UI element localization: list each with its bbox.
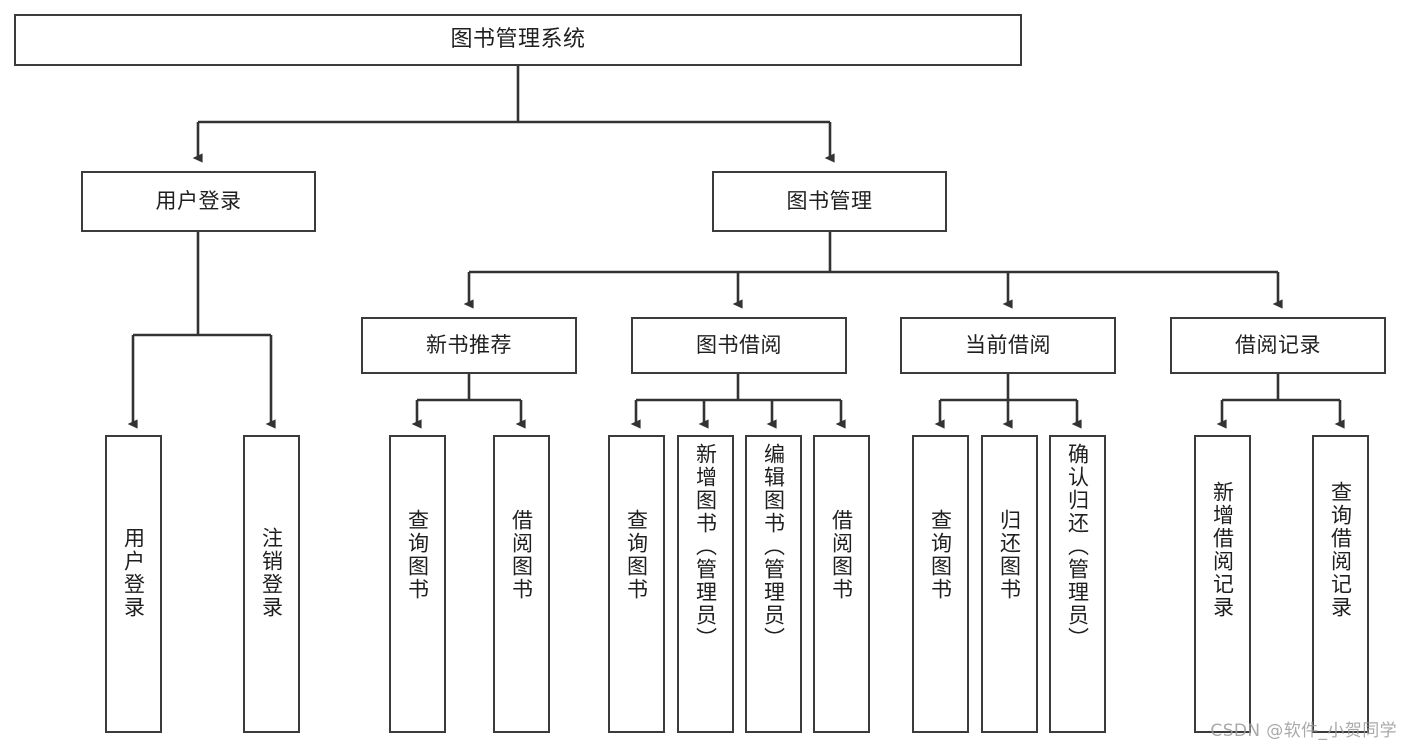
node-root-label: 图书管理系统 [450,27,586,53]
node-borrow-record-label: 借阅记录 [1235,333,1321,358]
leaf-rec-borrow[interactable]: 借阅图书 [493,435,550,733]
node-user-login[interactable]: 用户登录 [81,171,316,232]
csdn-watermark: CSDN @软件_小贺同学 [1210,721,1397,741]
node-root[interactable]: 图书管理系统 [14,14,1022,66]
leaf-record-add[interactable]: 新增借阅记录 [1194,435,1251,733]
node-book-manage-label: 图书管理 [786,189,873,214]
leaf-user-login[interactable]: 用户登录 [105,435,162,733]
leaf-borrow-edit[interactable]: 编辑图书（管理员） [745,435,802,733]
node-new-book-rec[interactable]: 新书推荐 [361,317,577,374]
node-user-login-label: 用户登录 [155,189,242,214]
leaf-cur-query-label: 查询图书 [928,509,953,601]
node-book-manage[interactable]: 图书管理 [712,171,947,232]
leaf-rec-borrow-label: 借阅图书 [509,509,534,601]
leaf-cur-return-label: 归还图书 [997,509,1022,601]
leaf-borrow-add-label: 新增图书（管理员） [693,443,718,650]
node-new-book-rec-label: 新书推荐 [426,333,512,358]
leaf-borrow-query-label: 查询图书 [624,509,649,601]
leaf-borrow-do-label: 借阅图书 [829,509,854,601]
leaf-rec-query-label: 查询图书 [405,509,430,601]
leaf-cur-confirm[interactable]: 确认归还（管理员） [1049,435,1106,733]
leaf-record-add-label: 新增借阅记录 [1210,481,1235,619]
leaf-cur-return[interactable]: 归还图书 [981,435,1038,733]
node-book-borrow-label: 图书借阅 [696,333,782,358]
leaf-borrow-query[interactable]: 查询图书 [608,435,665,733]
leaf-rec-query[interactable]: 查询图书 [389,435,446,733]
node-current-borrow[interactable]: 当前借阅 [900,317,1116,374]
leaf-record-search-label: 查询借阅记录 [1328,481,1353,619]
leaf-user-logout[interactable]: 注销登录 [243,435,300,733]
leaf-record-search[interactable]: 查询借阅记录 [1312,435,1369,733]
leaf-borrow-add[interactable]: 新增图书（管理员） [677,435,734,733]
leaf-cur-confirm-label: 确认归还（管理员） [1065,443,1090,650]
node-book-borrow[interactable]: 图书借阅 [631,317,847,374]
node-borrow-record[interactable]: 借阅记录 [1170,317,1386,374]
leaf-borrow-edit-label: 编辑图书（管理员） [761,443,786,650]
node-current-borrow-label: 当前借阅 [965,333,1051,358]
leaf-user-logout-label: 注销登录 [259,527,284,619]
leaf-cur-query[interactable]: 查询图书 [912,435,969,733]
leaf-borrow-do[interactable]: 借阅图书 [813,435,870,733]
leaf-user-login-label: 用户登录 [121,527,146,619]
